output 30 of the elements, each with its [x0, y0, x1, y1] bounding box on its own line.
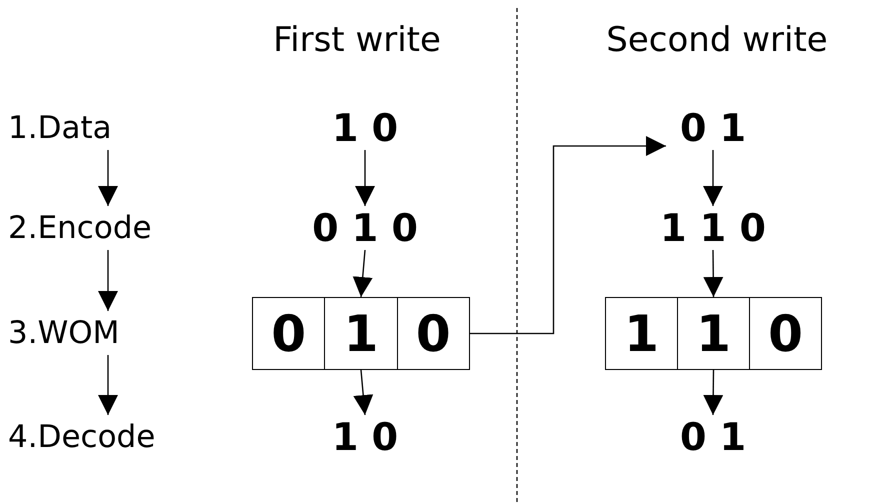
bit-string: 1 0 [315, 415, 415, 459]
arrow [355, 150, 375, 206]
step-label: 2.Encode [8, 206, 208, 250]
step-label: 3.WOM [8, 311, 208, 355]
step-label: 1.Data [8, 106, 208, 150]
memory-cells [252, 297, 470, 370]
arrow [98, 150, 118, 206]
column-heading: First write [273, 20, 441, 60]
arrow [98, 250, 118, 311]
arrow [352, 250, 373, 298]
memory-cell-text: 0 [270, 304, 308, 364]
bit-string: 1 0 [315, 106, 415, 150]
arrow [470, 136, 666, 334]
bit-string: 1 1 0 [643, 206, 783, 250]
bit-string: 0 1 [668, 106, 758, 150]
memory-cell: 0 [396, 298, 469, 369]
memory-cell: 1 [324, 298, 397, 369]
arrow [703, 370, 724, 415]
memory-cell-text: 1 [623, 304, 660, 364]
memory-cells [605, 297, 822, 370]
arrow [353, 370, 374, 416]
arrow [98, 355, 118, 415]
step-label: 4.Decode [8, 415, 208, 459]
memory-cell: 0 [749, 298, 821, 369]
memory-cell: 1 [677, 298, 749, 369]
arrow [703, 250, 724, 297]
bit-string: 0 1 [668, 415, 758, 459]
column-heading: Second write [606, 20, 828, 60]
bit-string: 0 1 0 [295, 206, 435, 250]
arrow [703, 150, 723, 206]
